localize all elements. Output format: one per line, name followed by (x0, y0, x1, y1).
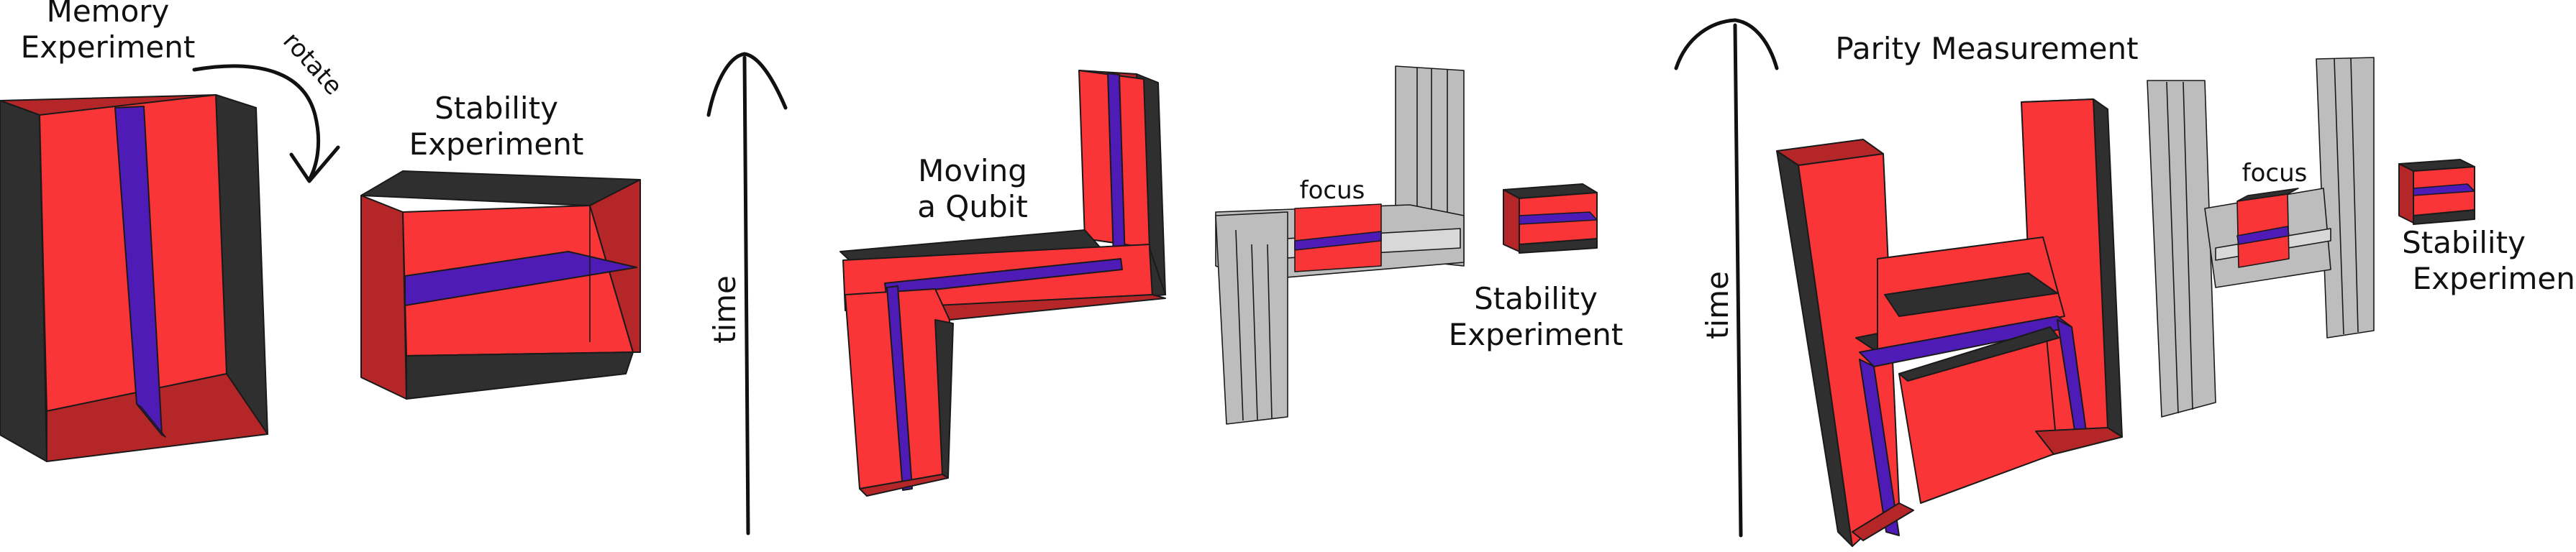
moving-qubit-label-line1: Moving (918, 153, 1027, 188)
memory-experiment-block (0, 94, 268, 462)
stability-experiment-2-label-line2: Experiment (1449, 317, 1624, 352)
focus-shape-1 (1215, 65, 1465, 425)
focus-1-lower-line-b (1251, 244, 1258, 420)
focus-1-blue-slice (1294, 231, 1382, 251)
rotate-arrow (192, 64, 340, 183)
focus-2-left-line-b (2183, 81, 2193, 410)
focus-2-right-line-a (2334, 58, 2344, 335)
focus-1-lower-line-a (1235, 229, 1244, 421)
focus-2-red-top (2236, 188, 2299, 202)
stability-experiment-block-1 (360, 170, 641, 400)
time-label-2: time (1700, 271, 1735, 339)
stability-small-2-left (1503, 189, 1520, 252)
stability-block-1-blue-plane (404, 251, 637, 306)
focus-2-blue-slice (2236, 226, 2290, 245)
parity-measurement-shape (1776, 98, 2123, 547)
stability-experiment-3-label-line2: Experiment (2413, 261, 2576, 296)
time-arrow-1-shaft (742, 55, 750, 535)
focus-label-1: focus (1300, 176, 1365, 205)
moving-qubit-lower-blue (886, 285, 913, 491)
stability-block-1-bottom-face (406, 351, 634, 400)
parity-measurement-label: Parity Measurement (1835, 31, 2138, 66)
focus-1-lower-line-c (1267, 244, 1273, 419)
time-arrow-1 (706, 52, 788, 535)
stability-small-block-3 (2398, 159, 2475, 225)
stability-block-1-left-side (360, 195, 407, 400)
stability-small-block-2 (1503, 183, 1598, 254)
time-arrow-2-shaft (1733, 23, 1743, 538)
parity-lower-inner-top (1898, 326, 2060, 382)
rotate-arrow-curve (192, 64, 321, 182)
time-arrow-1-head (706, 52, 788, 117)
memory-experiment-label-line2: Experiment (21, 29, 196, 65)
stability-experiment-2-label-line1: Stability (1474, 281, 1598, 316)
memory-block-blue-plane-bottom (136, 403, 166, 438)
memory-block-left-side (0, 100, 47, 462)
time-arrow-2 (1674, 18, 1779, 538)
parity-blue-left-leg (1859, 359, 1900, 536)
stability-experiment-1-label-line2: Experiment (409, 126, 584, 162)
focus-1-lower-column (1215, 211, 1288, 425)
parity-left-bottom (1852, 502, 1914, 541)
stability-experiment-3-label-line1: Stability (2402, 225, 2526, 260)
focus-shape-2 (2147, 57, 2375, 418)
stability-experiment-1-label-line1: Stability (434, 91, 558, 126)
time-arrow-2-head (1674, 18, 1779, 70)
parity-right-bottom (2035, 427, 2123, 455)
moving-qubit-bar-blue (884, 258, 1123, 295)
rotate-label: rotate (277, 27, 347, 101)
focus-2-right-column (2316, 57, 2375, 339)
focus-label-2: focus (2242, 159, 2308, 188)
stability-block-1-top-face (360, 170, 641, 206)
moving-qubit-bar-right-side (1149, 247, 1166, 297)
focus-2-left-line-a (2166, 81, 2179, 414)
moving-qubit-shape (839, 70, 1166, 497)
stability-small-3-left (2398, 163, 2414, 224)
moving-qubit-lower-bottom (859, 474, 949, 497)
focus-2-left-column (2147, 80, 2216, 418)
time-label-1: time (707, 275, 742, 344)
moving-qubit-label-line2: a Qubit (917, 189, 1028, 224)
stability-small-2-bottom (1519, 238, 1598, 254)
rotate-arrow-head (289, 145, 340, 183)
parity-bar-notch (1884, 272, 2058, 317)
focus-2-right-line-b (2350, 58, 2359, 333)
stability-small-2-blue (1519, 211, 1598, 225)
stability-small-3-bottom (2413, 209, 2475, 225)
parity-lower-inner (1898, 337, 2058, 504)
stability-small-3-blue (2413, 183, 2475, 196)
memory-experiment-label-line1: Memory (47, 0, 170, 29)
